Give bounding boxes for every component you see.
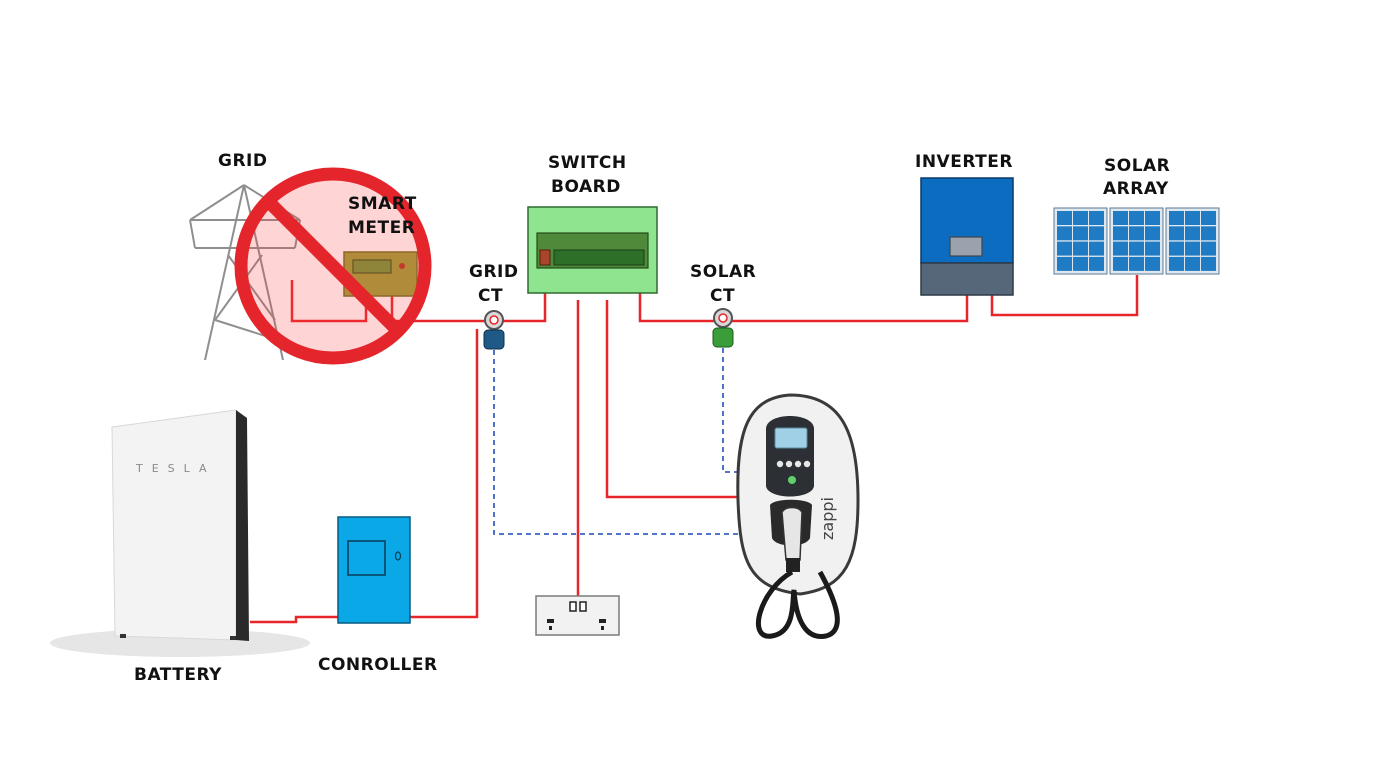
label-switch-board-line2: BOARD	[551, 177, 621, 197]
inverter	[920, 177, 1014, 296]
label-grid-ct-line2: CT	[478, 286, 503, 306]
component-labels: GRID SMART METER SWITCH BOARD GRID CT SO…	[134, 151, 1170, 685]
inverter-display	[949, 236, 983, 257]
wire-controller-to-battery	[250, 615, 338, 624]
label-battery: BATTERY	[134, 665, 222, 685]
label-smart-meter-line2: METER	[348, 218, 415, 238]
wire-grid-to-controller	[410, 329, 479, 619]
solar-panel	[1165, 207, 1220, 275]
wire-switchboard-to-charger	[605, 300, 740, 499]
ev-charger: zappi	[736, 393, 860, 639]
grid-ct-signal-wire	[493, 350, 748, 535]
ct-signal-wiring	[493, 348, 748, 535]
controller-display	[347, 540, 386, 576]
switch-board	[527, 206, 658, 294]
label-solar-array-line2: ARRAY	[1103, 179, 1169, 199]
battery: TESLA	[50, 409, 310, 657]
label-solar-array-line1: SOLAR	[1104, 156, 1170, 176]
label-controller: CONROLLER	[318, 655, 438, 675]
main-breaker	[539, 249, 551, 266]
label-solar-ct-line2: CT	[710, 286, 735, 306]
label-smart-meter-line1: SMART	[348, 194, 417, 214]
label-grid: GRID	[218, 151, 267, 171]
label-switch-board-line1: SWITCH	[548, 153, 627, 173]
charger-screen	[774, 427, 808, 449]
wire-inverter-to-solar-array	[990, 275, 1139, 317]
grid-ct-clip	[483, 329, 505, 350]
label-inverter: INVERTER	[915, 152, 1013, 172]
smart-meter-display	[352, 259, 392, 274]
controller-indicator	[394, 551, 402, 561]
controller	[337, 516, 411, 624]
breaker-bank	[553, 249, 645, 266]
solar-panel	[1109, 207, 1164, 275]
charger-status-led	[788, 476, 796, 484]
wire-meter-left	[290, 280, 368, 323]
smart-meter-led	[399, 263, 405, 269]
solar-panel	[1053, 207, 1108, 275]
battery-brand-logo: TESLA	[135, 462, 216, 475]
solar-ct	[712, 308, 734, 348]
grid-ct	[483, 310, 505, 350]
wire-switchboard-to-solar-ct	[638, 292, 969, 323]
label-grid-ct-line1: GRID	[469, 262, 518, 282]
wire-meter-to-switchboard	[390, 292, 547, 323]
label-solar-ct-line1: SOLAR	[690, 262, 756, 282]
charger-brand-logo: zappi	[818, 497, 837, 540]
ac-wiring	[250, 275, 1139, 624]
no-grid-prohibition-icon	[234, 167, 432, 365]
double-power-socket	[535, 595, 620, 636]
solar-ct-clip	[712, 327, 734, 348]
solar-array	[1053, 207, 1220, 275]
